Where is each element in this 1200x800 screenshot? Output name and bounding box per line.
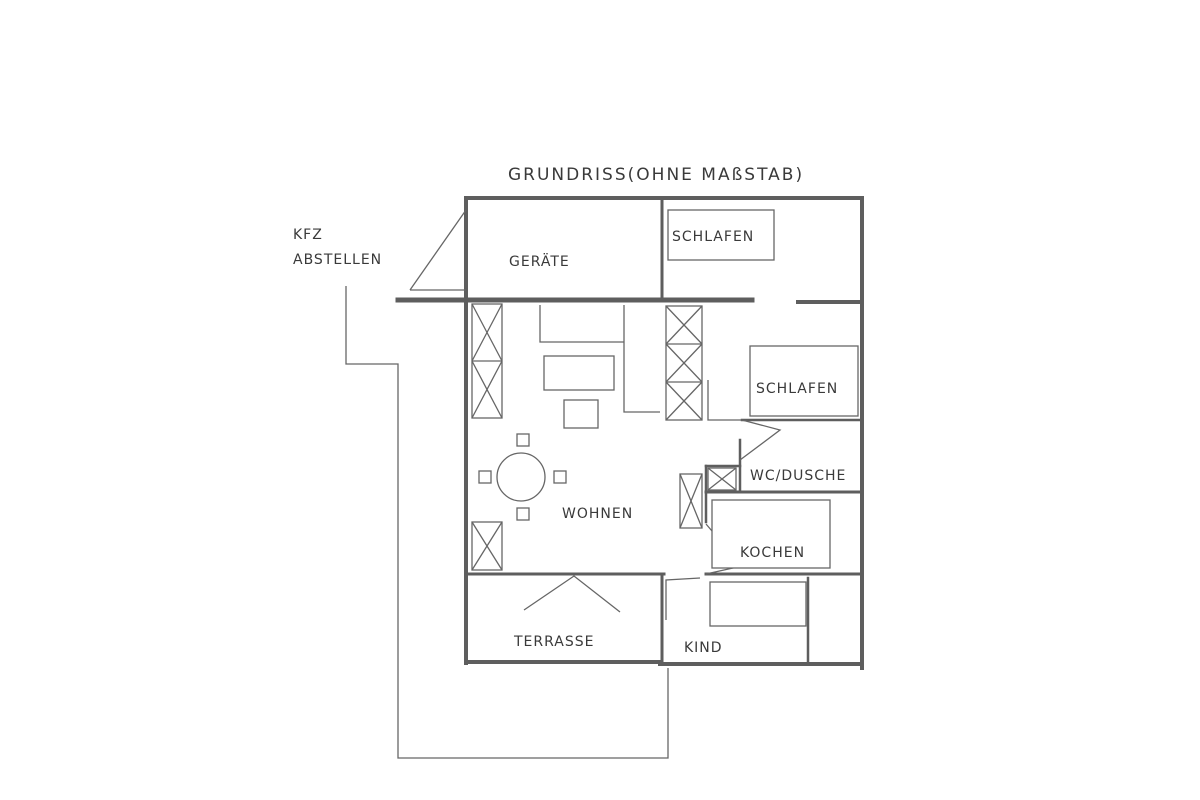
bed-kind [709,581,807,627]
furniture [478,209,859,627]
kitchen-counter [711,499,831,569]
coffee-table [563,399,599,429]
chair-top [516,433,530,447]
bed-schlafen-2 [749,345,859,417]
room-label-kochen: KOCHEN [740,545,805,561]
bed-schlafen-1 [667,209,775,261]
outer-walls [464,196,864,670]
site-boundary [345,286,669,759]
chair-bottom [516,507,530,521]
room-label-kind: KIND [684,640,723,656]
room-label-wohnen: WOHNEN [562,506,633,522]
chair-right [553,470,567,484]
parking-label-kfz: KFZ [293,227,323,243]
dining-table [496,452,546,502]
chair-left [478,470,492,484]
plan-title: GRUNDRISS(OHNE MAßSTAB) [508,165,804,185]
room-label-terrasse: TERRASSE [513,634,594,650]
wardrobes [471,303,737,571]
room-label-schlafen-1: SCHLAFEN [672,229,754,245]
room-label-wc-dusche: WC/DUSCHE [750,468,846,484]
interior-walls [395,196,864,666]
room-label-geraete: GERÄTE [509,252,570,270]
sofa [543,355,615,391]
room-label-schlafen-2: SCHLAFEN [756,381,838,397]
parking-label-abstellen: ABSTELLEN [293,252,382,268]
